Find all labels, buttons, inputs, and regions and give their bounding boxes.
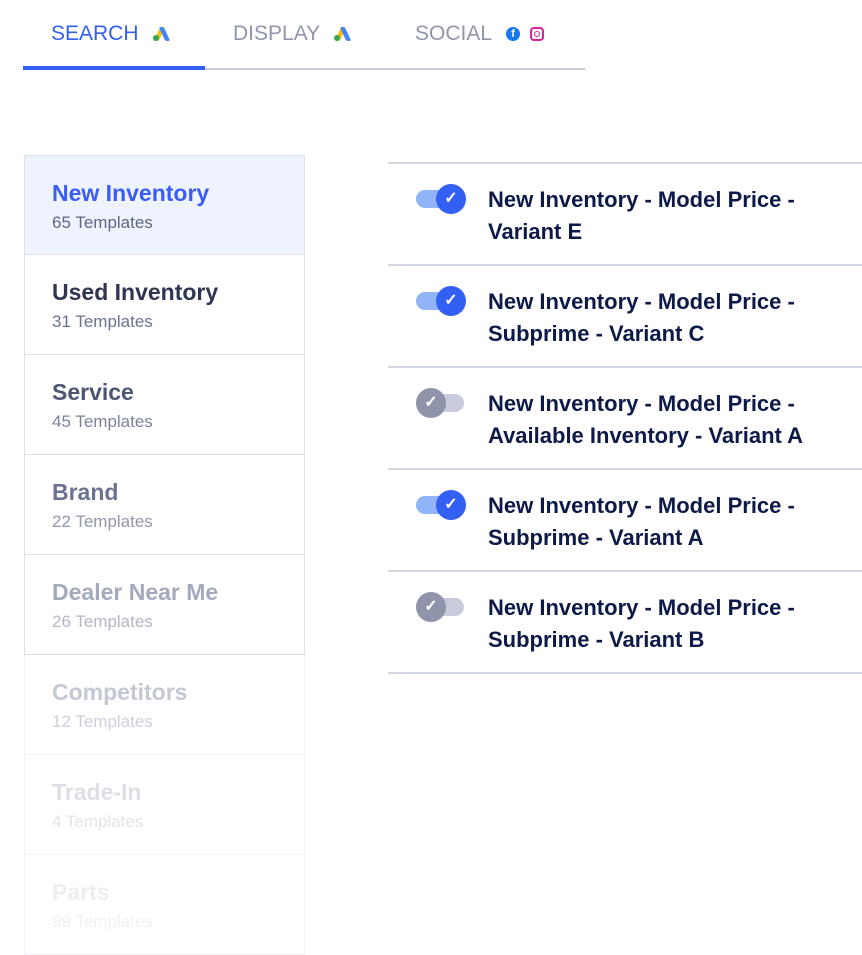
template-toggle[interactable]: ✓ [416,184,466,214]
category-title: Used Inventory [52,279,219,305]
facebook-icon: f [506,27,521,41]
template-row: ✓ New Inventory - Model Price - Subprime … [388,570,862,674]
tab-label: SEARCH [51,22,139,45]
category-item[interactable]: Trade-In 4 Templates [24,755,305,855]
category-title: Dealer Near Me [52,579,219,605]
category-count: 99 Templates [52,912,153,931]
template-title: New Inventory - Model Price - Subprime -… [488,289,795,346]
category-item[interactable]: Used Inventory 31 Templates [24,255,305,355]
instagram-icon [530,27,545,41]
category-item[interactable]: Brand 22 Templates [24,455,305,555]
template-title: New Inventory - Model Price - Variant E [488,187,795,244]
category-title: Trade-In [52,779,142,805]
template-title: New Inventory - Model Price - Subprime -… [488,595,795,652]
tab-label: DISPLAY [233,22,321,45]
category-count: 45 Templates [52,412,153,431]
template-row: ✓ New Inventory - Model Price - Available… [388,366,862,468]
check-icon: ✓ [416,388,446,418]
category-title: New Inventory [52,180,210,206]
template-toggle[interactable]: ✓ [416,592,466,622]
category-count: 31 Templates [52,312,153,331]
category-title: Competitors [52,679,188,705]
category-count: 26 Templates [52,612,153,631]
google-ads-icon [152,27,171,41]
template-title: New Inventory - Model Price - Available … [488,391,804,448]
category-count: 65 Templates [52,213,153,232]
category-item[interactable]: Competitors 12 Templates [24,655,305,755]
check-icon: ✓ [436,184,466,214]
template-row: ✓ New Inventory - Model Price - Variant E [388,162,862,264]
category-title: Brand [52,479,119,505]
google-ads-icon [334,27,352,41]
tab-label: SOCIAL [415,22,493,45]
category-title: Service [52,379,134,405]
check-icon: ✓ [436,490,466,520]
category-count: 12 Templates [52,712,153,731]
template-toggle[interactable]: ✓ [416,388,466,418]
template-row: ✓ New Inventory - Model Price - Subprime … [388,264,862,366]
category-item[interactable]: Dealer Near Me 26 Templates [24,555,305,655]
tab-search[interactable]: SEARCH [51,22,171,46]
check-icon: ✓ [416,592,446,622]
category-count: 22 Templates [52,512,153,531]
template-toggle[interactable]: ✓ [416,490,466,520]
template-toggle[interactable]: ✓ [416,286,466,316]
category-title: Parts [52,879,110,905]
tab-social[interactable]: SOCIAL f [415,22,545,46]
template-title: New Inventory - Model Price - Subprime -… [488,493,795,550]
category-item[interactable]: Service 45 Templates [24,355,305,455]
tab-display[interactable]: DISPLAY [233,22,352,46]
template-row: ✓ New Inventory - Model Price - Subprime … [388,468,862,570]
active-tab-indicator [23,66,205,70]
category-item[interactable]: New Inventory 65 Templates [24,155,305,255]
template-list: ✓ New Inventory - Model Price - Variant E… [388,162,862,674]
category-count: 4 Templates [52,812,144,831]
check-icon: ✓ [436,286,466,316]
category-item[interactable]: Parts 99 Templates [24,855,305,955]
channel-tabs: SEARCH DISPLAY SOCIAL f [23,0,585,70]
